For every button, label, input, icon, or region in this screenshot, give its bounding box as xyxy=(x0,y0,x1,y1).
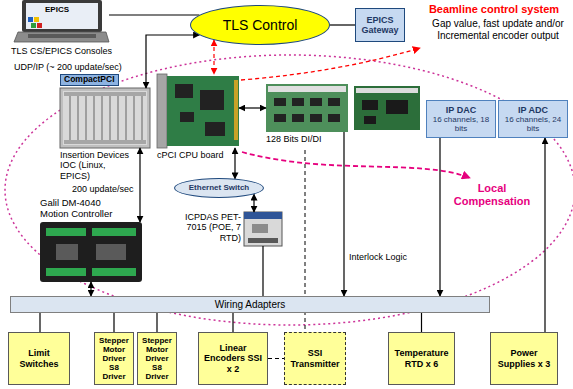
connector xyxy=(330,24,355,25)
wiring-band: Wiring Adapters xyxy=(10,296,490,313)
output-arrow xyxy=(241,48,420,80)
gateway-box: EPICS Gateway xyxy=(355,8,405,42)
io-board-picture xyxy=(266,84,348,132)
device-box: Stepper Motor Driver S8 Driver xyxy=(94,332,134,385)
connector xyxy=(90,282,91,296)
connector xyxy=(262,246,263,296)
connector xyxy=(232,313,233,332)
node-text: SSI Transmitter xyxy=(288,348,342,369)
connector xyxy=(156,313,157,332)
switch-ellipse: Ethernet Switch xyxy=(174,178,264,198)
connector xyxy=(234,148,235,179)
laptop-picture xyxy=(14,0,109,42)
caption: Insertion Devices IOC (Linux, EPICS) xyxy=(60,150,134,181)
node-text: Power Supplies x 3 xyxy=(494,348,554,369)
connector xyxy=(109,14,199,15)
signal-label: Interlock Logic xyxy=(349,252,407,262)
ip-board-picture xyxy=(354,86,420,130)
loop-label: Local Compensation xyxy=(450,182,534,207)
system-note: Gap value, fast update and/or Incrementa… xyxy=(428,18,568,41)
device-box: Limit Switches xyxy=(8,332,70,385)
connector xyxy=(268,358,284,359)
caption: ICPDAS PET-7015 (POE, 7 RTD) xyxy=(171,212,241,243)
device-box: Temperature RTD x 6 xyxy=(388,332,455,385)
connector xyxy=(343,132,344,296)
connector xyxy=(146,35,199,88)
link-rate: 200 update/sec xyxy=(72,184,134,194)
node-text: EPICS Gateway xyxy=(359,15,401,36)
system-title: Beamline control system xyxy=(418,3,570,16)
node-text: 16 channels, 24 bits xyxy=(502,115,564,133)
connector xyxy=(213,40,214,74)
cpu-board: cPCI CPU board xyxy=(157,74,239,148)
node-text: Ethernet Switch xyxy=(178,183,260,192)
link-rate: UDP/IP (~ 200 update/sec) xyxy=(14,62,122,72)
motion-controller-picture xyxy=(40,222,142,282)
caption: 128 Bits DI/DI xyxy=(266,134,336,144)
local-region xyxy=(5,55,573,325)
connector xyxy=(544,138,545,332)
crate-picture xyxy=(60,88,150,148)
rtd-module: ICPDAS PET-7015 (POE, 7 RTD) xyxy=(244,212,282,246)
connector xyxy=(239,107,266,108)
node-text: Stepper Motor Driver S8 Driver xyxy=(98,336,130,382)
connector xyxy=(139,148,140,222)
adc-box: IP ADC16 channels, 24 bits xyxy=(498,100,568,138)
compensation-arrow xyxy=(242,152,470,178)
node-text: IP DAC xyxy=(430,105,492,115)
node-text: Limit Switches xyxy=(12,348,66,369)
node-text: 16 channels, 18 bits xyxy=(430,115,492,133)
device-box: Linear Encoders SSI x 2 xyxy=(198,332,268,385)
node-text: Temperature RTD x 6 xyxy=(392,348,451,369)
caption: cPCI CPU board xyxy=(157,150,229,160)
node-text: IP ADC xyxy=(502,105,564,115)
node-text: Wiring Adapters xyxy=(14,299,486,311)
rtd-module-picture xyxy=(244,212,282,246)
ioc-crate: Insertion Devices IOC (Linux, EPICS) xyxy=(60,88,150,148)
io-board: 128 Bits DI/DI xyxy=(266,84,348,132)
device-box: Power Supplies x 3 xyxy=(490,332,558,385)
device-box: SSI Transmitter xyxy=(284,332,346,385)
connector xyxy=(253,194,254,212)
dac-box: IP DAC16 channels, 18 bits xyxy=(426,100,496,138)
node-text: Linear Encoders SSI x 2 xyxy=(202,343,264,374)
control-ellipse: TLS Control xyxy=(190,5,330,45)
connector xyxy=(421,313,422,332)
cpu-board-picture xyxy=(157,74,239,148)
bus-tag: CompactPCI xyxy=(60,74,119,86)
connector xyxy=(113,313,114,332)
device-box: Stepper Motor Driver S8 Driver xyxy=(137,332,177,385)
logo-text: EPICS xyxy=(45,5,69,14)
caption: TLS CS/EPICS Consoles xyxy=(2,46,122,56)
connector xyxy=(439,138,440,296)
caption: Galil DM-4040 Motion Controller xyxy=(40,198,130,220)
node-text: Stepper Motor Driver S8 Driver xyxy=(141,336,173,382)
node-text: TLS Control xyxy=(194,17,326,33)
motion-controller: Galil DM-4040 Motion Controller xyxy=(40,222,142,282)
connector xyxy=(39,313,40,332)
